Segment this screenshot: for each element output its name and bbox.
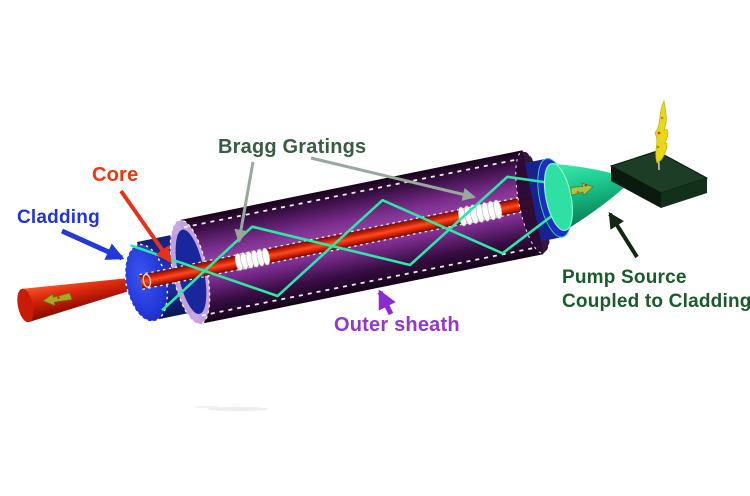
pump-direction-arrow-icon xyxy=(570,182,594,197)
floor-shadow xyxy=(195,405,268,412)
core-label: Core xyxy=(92,164,138,186)
ray-a xyxy=(130,182,596,298)
output-beam-cone xyxy=(17,276,144,323)
core-collar-ring xyxy=(142,273,152,288)
cladding-callout-arrow xyxy=(60,228,125,261)
bragg-gratings-label: Bragg Gratings xyxy=(218,136,366,158)
core-callout-arrow xyxy=(119,189,172,263)
outer-sheath-label: Outer sheath xyxy=(334,314,460,336)
pump-light-rays xyxy=(130,175,603,312)
beam-direction-arrow-icon xyxy=(41,292,73,307)
ray-b xyxy=(161,175,603,312)
pump-callout-arrow xyxy=(608,211,639,259)
pump-source-label: Pump Source Coupled to Cladding xyxy=(562,267,750,312)
pump-source-label-line2: Coupled to Cladding xyxy=(562,291,750,312)
bragg-callout-arrow-right xyxy=(310,156,476,201)
pump-source-box xyxy=(609,99,709,208)
fiber-assembly xyxy=(17,150,633,325)
cladding-label: Cladding xyxy=(17,207,100,228)
flame-icon xyxy=(654,99,669,164)
outer-sheath-callout-arrow xyxy=(377,289,396,316)
cladding-boundary-lines xyxy=(183,157,541,317)
bragg-callout-arrow-left xyxy=(234,161,255,243)
pump-source-label-line1: Pump Source xyxy=(562,267,687,288)
bragg-grating-1 xyxy=(234,247,271,271)
